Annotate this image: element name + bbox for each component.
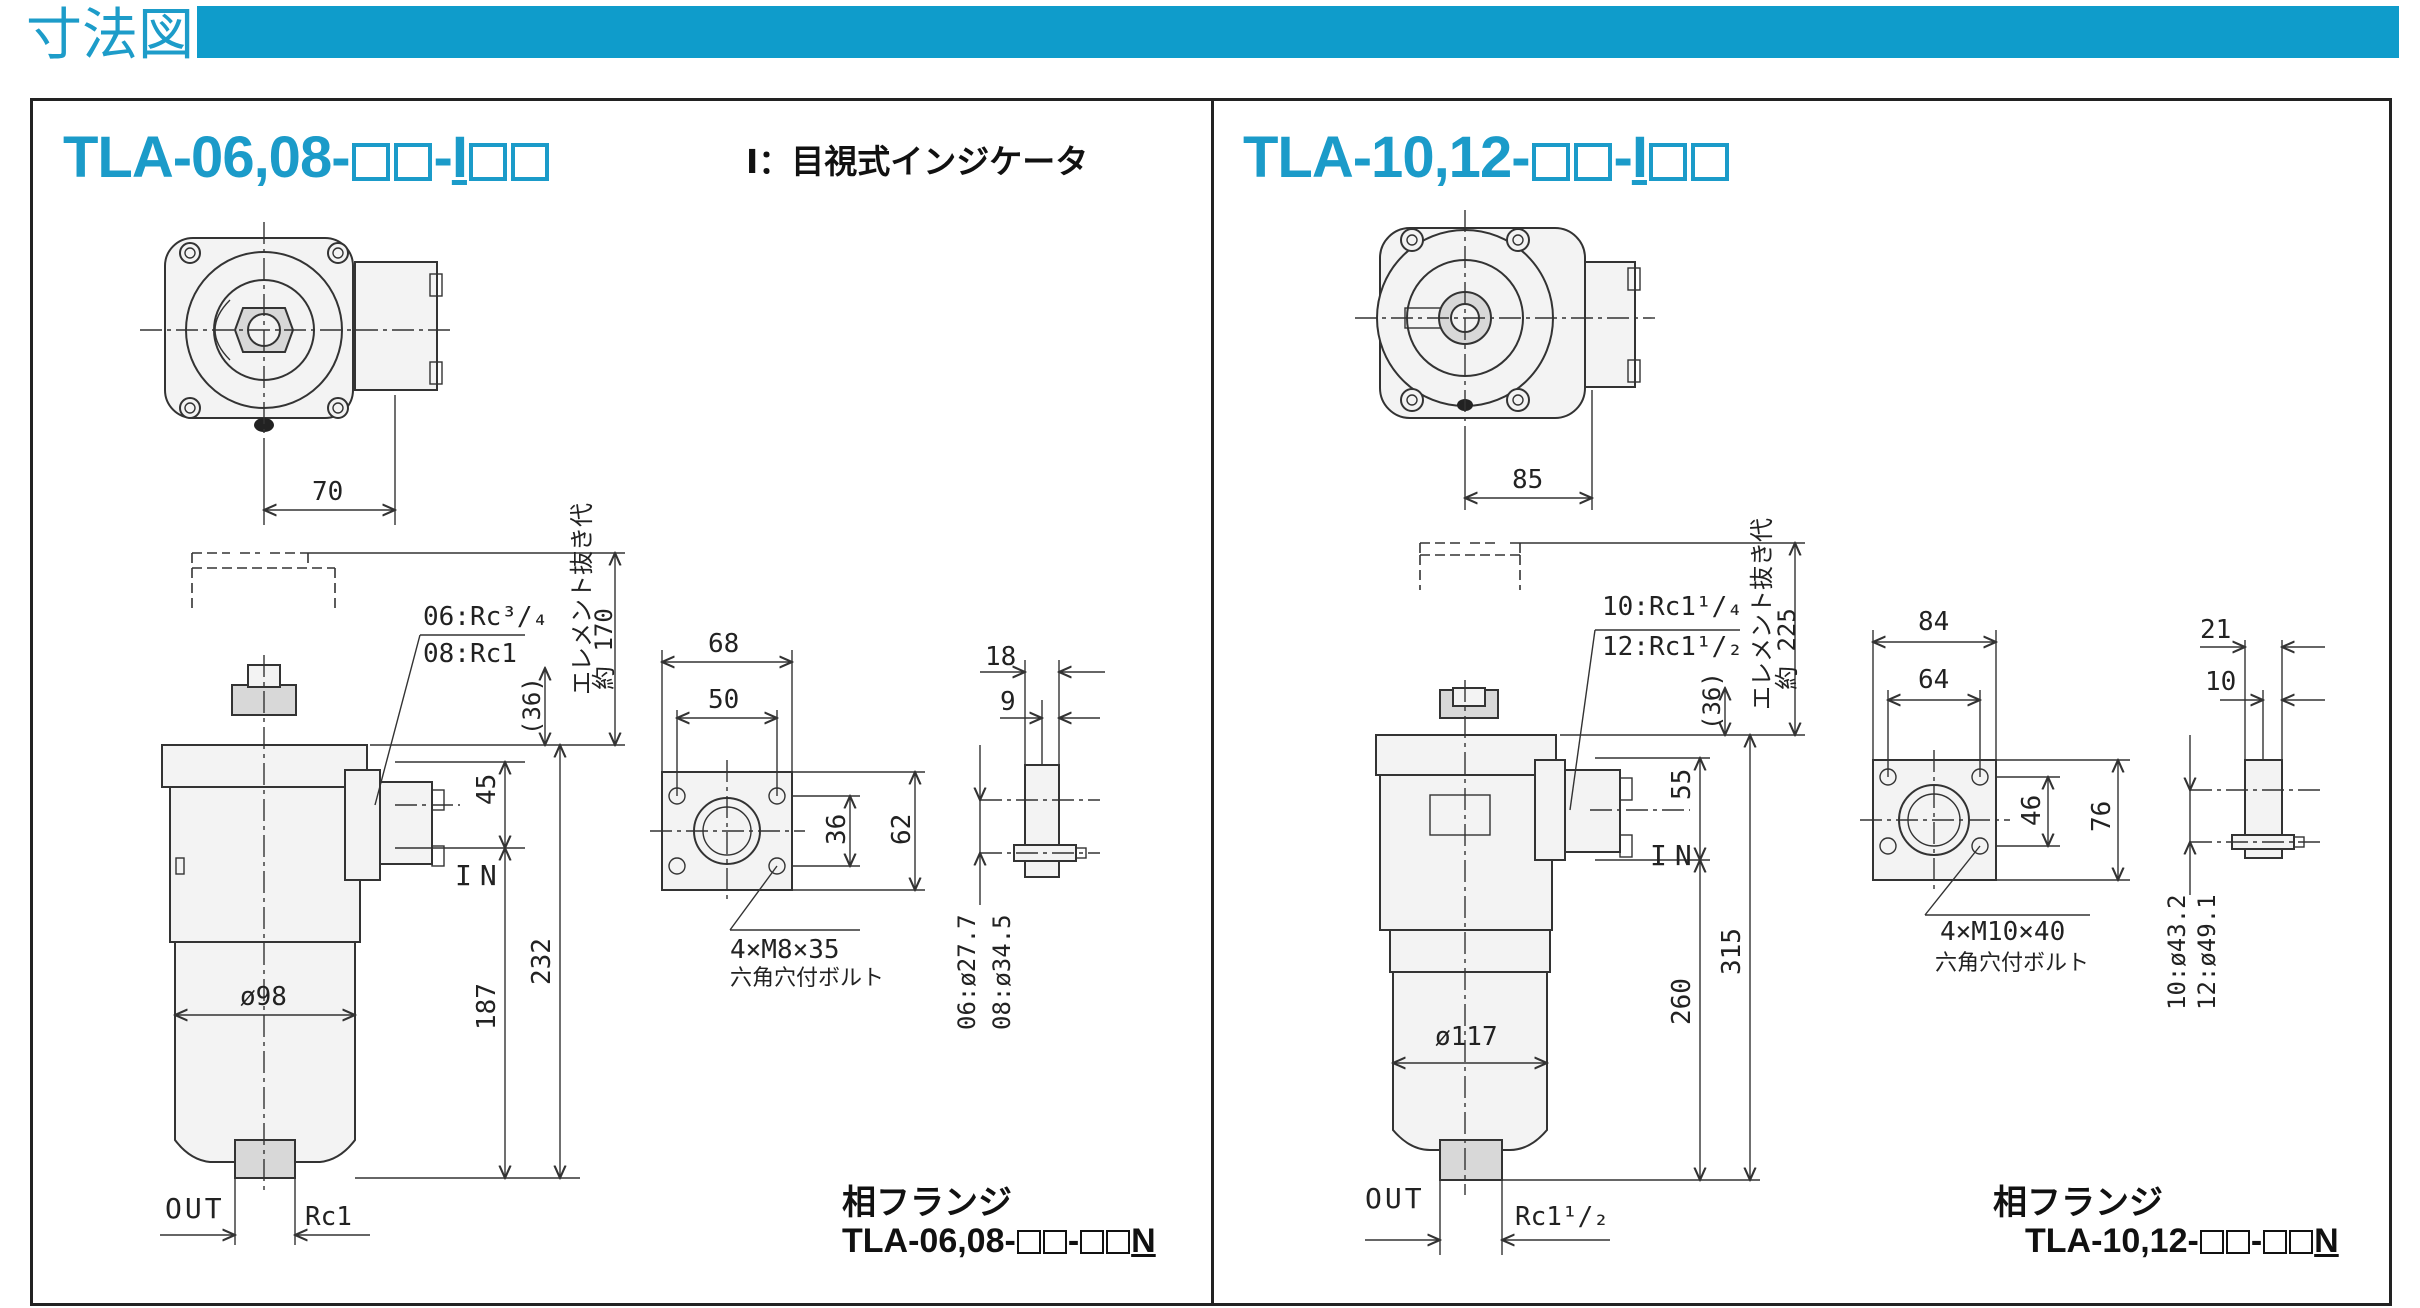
left-mate-model: TLA-06,08--N [842,1222,1156,1260]
right-side-view [1375,542,1690,1195]
left-mate-label: 相フランジ [842,1183,1012,1223]
svg-text:315: 315 [1717,928,1747,975]
svg-text:45: 45 [472,774,502,805]
left-flange-side: 18 9 06:ø27.7 08:ø34.5 [953,642,1105,1030]
svg-text:10: 10 [2205,667,2236,697]
svg-text:232: 232 [527,938,557,985]
svg-text:OUT: OUT [165,1192,225,1225]
svg-text:10:ø43.2: 10:ø43.2 [2163,894,2191,1010]
svg-text:エレメント抜き代: エレメント抜き代 [568,503,596,695]
svg-text:50: 50 [708,685,739,715]
left-top-dim-70: 70 [264,395,395,525]
left-top-view [140,222,455,440]
svg-text:約 170: 約 170 [590,608,618,690]
svg-text:21: 21 [2200,615,2231,645]
svg-text:46: 46 [2017,795,2047,826]
svg-text:ø98: ø98 [240,982,287,1012]
svg-text:エレメント抜き代: エレメント抜き代 [1748,518,1776,710]
svg-text:70: 70 [312,477,343,507]
left-side-view [161,552,460,1190]
right-mate-label: 相フランジ [1993,1183,2163,1223]
right-flange-front: 84 64 46 76 4×M10×40 六角穴付ボルト [1860,607,2130,976]
svg-text:06:ø27.7: 06:ø27.7 [953,914,981,1030]
svg-text:36: 36 [822,814,852,845]
svg-text:12:Rc1¹/₂: 12:Rc1¹/₂ [1602,632,1743,662]
svg-text:10:Rc1¹/₄: 10:Rc1¹/₄ [1602,592,1743,622]
page-title: 寸法図 [26,3,194,68]
right-side-dims: エレメント抜き代 約 225 (36) 10:Rc1¹/₄ 12:Rc1¹/₂ … [1365,518,1805,1255]
right-mate-model: TLA-10,12--N [2025,1222,2339,1260]
indicator-note: I：目視式インジケータ [746,142,1089,181]
left-side-dims: エレメント抜き代 約 170 (36) 06:Rc³/₄ 08:Rc1 45 I… [160,503,625,1245]
right-flange-side: 21 10 10:ø43.2 12:ø49.1 [2163,615,2325,1010]
svg-text:六角穴付ボルト: 六角穴付ボルト [1935,951,2089,976]
svg-text:84: 84 [1918,607,1949,637]
right-top-view [1355,210,1655,435]
svg-text:4×M8×35: 4×M8×35 [730,935,840,965]
svg-text:64: 64 [1918,665,1949,695]
svg-text:08:ø34.5: 08:ø34.5 [988,914,1016,1030]
right-model-title: TLA-10,12--I [1243,124,1731,191]
svg-text:68: 68 [708,629,739,659]
svg-text:55: 55 [1667,769,1697,800]
svg-text:六角穴付ボルト: 六角穴付ボルト [730,966,884,991]
panel-divider [1211,98,1214,1306]
header-accent-bar [197,6,2399,58]
svg-text:ø117: ø117 [1435,1022,1498,1052]
svg-text:76: 76 [2087,801,2117,832]
svg-text:187: 187 [472,983,502,1030]
right-top-dim-85: 85 [1465,390,1592,510]
svg-text:OUT: OUT [1365,1182,1425,1215]
svg-text:08:Rc1: 08:Rc1 [423,639,517,669]
svg-text:約 225: 約 225 [1773,608,1801,690]
left-model-title: TLA-06,08--I [63,124,551,191]
svg-text:IN: IN [455,859,505,892]
svg-text:9: 9 [1000,687,1016,717]
svg-text:(36): (36) [1698,672,1726,730]
svg-text:260: 260 [1667,978,1697,1025]
svg-text:(36): (36) [518,677,546,735]
left-flange-front: 68 50 36 62 4×M8×35 六角穴付ボルト [650,629,925,991]
svg-text:12:ø49.1: 12:ø49.1 [2193,894,2221,1010]
svg-text:18: 18 [985,642,1016,672]
svg-text:IN: IN [1650,839,1700,872]
svg-text:4×M10×40: 4×M10×40 [1940,917,2065,947]
svg-text:Rc1: Rc1 [305,1202,352,1232]
svg-text:62: 62 [887,814,917,845]
svg-text:Rc1¹/₂: Rc1¹/₂ [1515,1202,1609,1232]
svg-text:85: 85 [1512,465,1543,495]
svg-text:06:Rc³/₄: 06:Rc³/₄ [423,602,548,632]
